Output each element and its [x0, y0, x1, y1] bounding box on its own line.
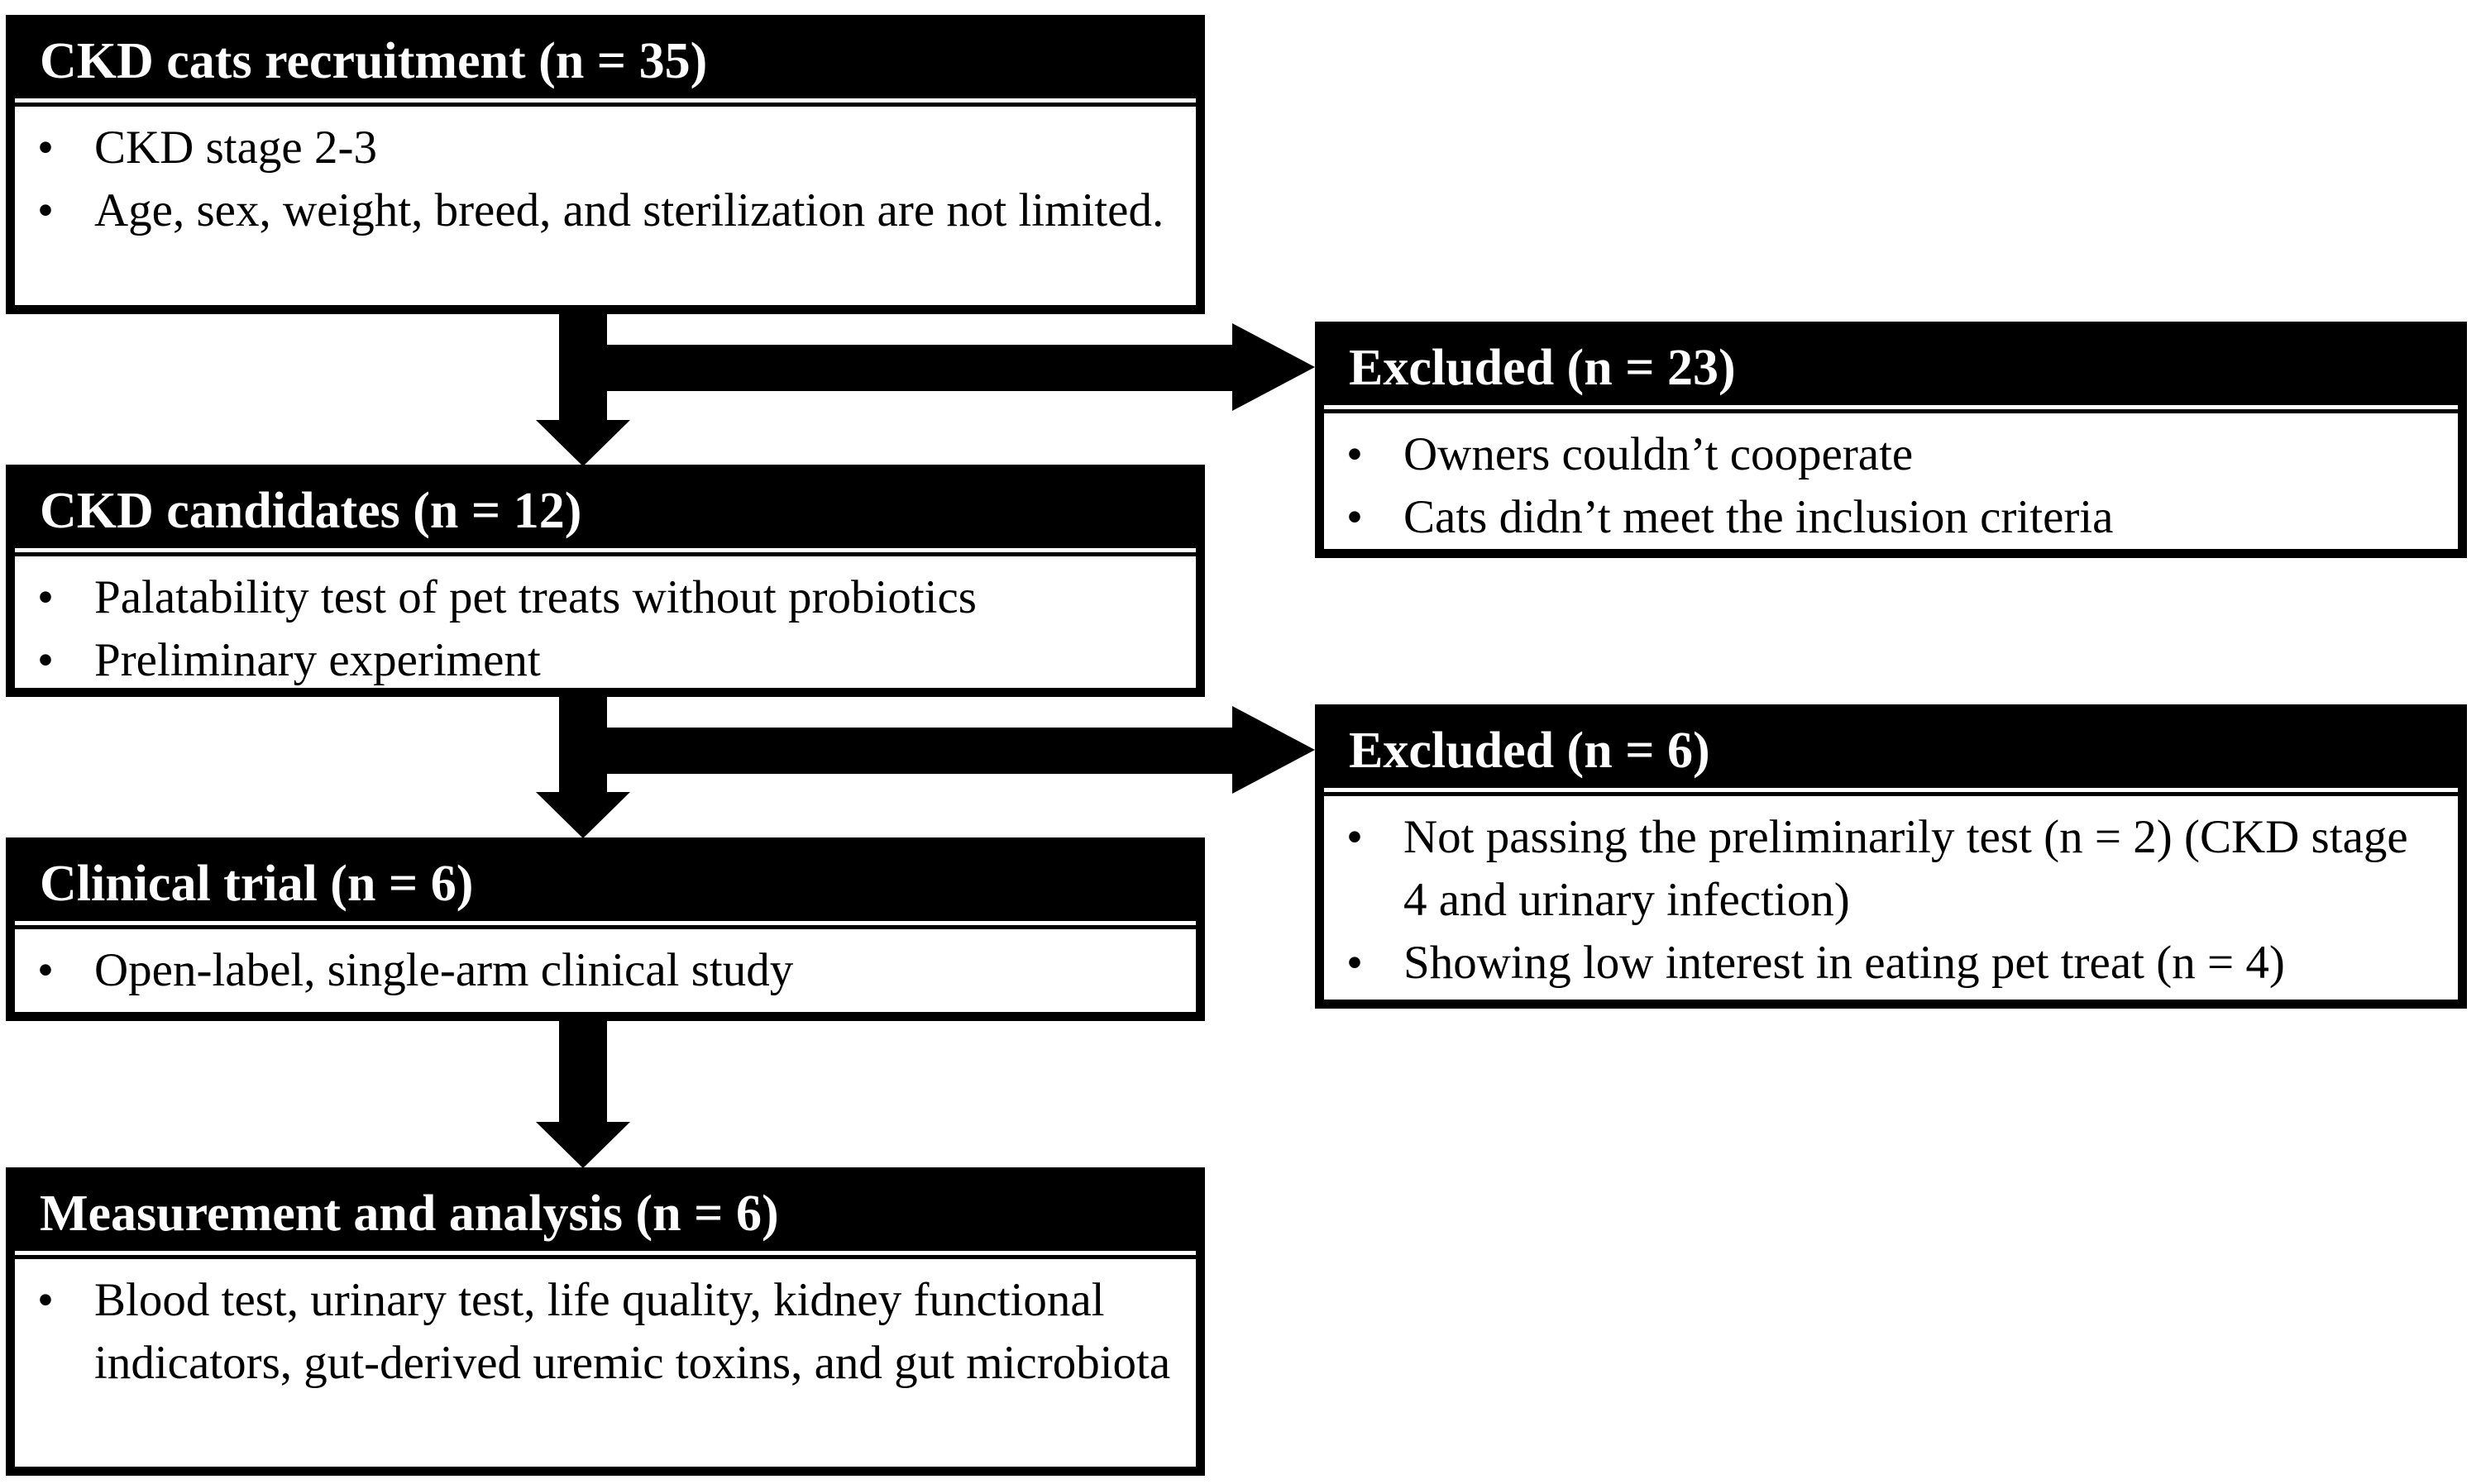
- flow-box-measurement: Measurement and analysis (n = 6) • Blood…: [6, 1167, 1205, 1476]
- list-item-text: Preliminary experiment: [94, 634, 541, 686]
- flow-box-clinical-trial-body: • Open-label, single-arm clinical study: [15, 925, 1196, 1009]
- down-arrow-shaft: [559, 1018, 607, 1123]
- flow-box-measurement-body: • Blood test, urinary test, life quality…: [15, 1255, 1196, 1401]
- bullet-list: • Owners couldn’t cooperate • Cats didn’…: [1324, 423, 2435, 549]
- list-item: • Not passing the preliminarily test (n …: [1324, 806, 2435, 932]
- flow-box-clinical-trial: Clinical trial (n = 6) • Open-label, sin…: [6, 837, 1205, 1021]
- list-item-text: Showing low interest in eating pet treat…: [1403, 937, 2285, 989]
- list-item: • Palatability test of pet treats withou…: [15, 566, 1173, 629]
- bullet-marker-icon: •: [37, 944, 54, 996]
- right-arrow-head-icon: [1232, 706, 1315, 794]
- down-arrow-head-icon: [536, 420, 630, 466]
- flow-box-excluded-1-body: • Owners couldn’t cooperate • Cats didn’…: [1324, 409, 2458, 556]
- bullet-marker-icon: •: [1346, 428, 1363, 480]
- list-item-text: Cats didn’t meet the inclusion criteria: [1403, 491, 2114, 543]
- list-item: • CKD stage 2-3: [15, 117, 1173, 179]
- list-item-text: Owners couldn’t cooperate: [1403, 428, 1914, 480]
- list-item-text: Open-label, single-arm clinical study: [94, 944, 794, 996]
- flow-box-recruitment-title: CKD cats recruitment (n = 35): [15, 24, 1196, 103]
- flow-box-measurement-title: Measurement and analysis (n = 6): [15, 1176, 1196, 1255]
- list-item: • Owners couldn’t cooperate: [1324, 423, 2435, 486]
- down-arrow-head-icon: [536, 1122, 630, 1168]
- flow-box-recruitment: CKD cats recruitment (n = 35) • CKD stag…: [6, 15, 1205, 314]
- list-item: • Blood test, urinary test, life quality…: [15, 1269, 1173, 1395]
- flow-box-excluded-2-title: Excluded (n = 6): [1324, 713, 2458, 792]
- list-item: • Age, sex, weight, breed, and steriliza…: [15, 179, 1173, 242]
- bullet-list: • Palatability test of pet treats withou…: [15, 566, 1173, 692]
- bullet-list: • CKD stage 2-3 • Age, sex, weight, bree…: [15, 117, 1173, 242]
- list-item-text: Palatability test of pet treats without …: [94, 571, 977, 623]
- list-item-text: Blood test, urinary test, life quality, …: [94, 1274, 1171, 1389]
- bullet-list: • Not passing the preliminarily test (n …: [1324, 806, 2435, 995]
- list-item: • Preliminary experiment: [15, 629, 1173, 692]
- flow-box-candidates: CKD candidates (n = 12) • Palatability t…: [6, 465, 1205, 697]
- bullet-marker-icon: •: [1346, 491, 1363, 543]
- bullet-list: • Blood test, urinary test, life quality…: [15, 1269, 1173, 1395]
- bullet-list: • Open-label, single-arm clinical study: [15, 939, 1173, 1002]
- list-item-text: Not passing the preliminarily test (n = …: [1403, 811, 2408, 926]
- list-item: • Cats didn’t meet the inclusion criteri…: [1324, 486, 2435, 549]
- bullet-marker-icon: •: [37, 634, 54, 686]
- bullet-marker-icon: •: [1346, 811, 1363, 863]
- flow-box-recruitment-body: • CKD stage 2-3 • Age, sex, weight, bree…: [15, 103, 1196, 249]
- right-arrow-head-icon: [1232, 323, 1315, 411]
- flow-box-candidates-body: • Palatability test of pet treats withou…: [15, 552, 1196, 699]
- flow-box-excluded-1: Excluded (n = 23) • Owners couldn’t coop…: [1315, 322, 2467, 558]
- bullet-marker-icon: •: [37, 184, 54, 236]
- flow-box-clinical-trial-title: Clinical trial (n = 6): [15, 847, 1196, 925]
- list-item: • Showing low interest in eating pet tre…: [1324, 932, 2435, 995]
- flow-box-candidates-title: CKD candidates (n = 12): [15, 474, 1196, 552]
- flow-box-excluded-2-body: • Not passing the preliminarily test (n …: [1324, 792, 2458, 1001]
- list-item-text: Age, sex, weight, breed, and sterilizati…: [94, 184, 1164, 236]
- right-arrow-shaft: [579, 345, 1234, 391]
- down-arrow-head-icon: [536, 792, 630, 838]
- list-item: • Open-label, single-arm clinical study: [15, 939, 1173, 1002]
- bullet-marker-icon: •: [37, 1274, 54, 1326]
- right-arrow-shaft: [579, 728, 1234, 774]
- list-item-text: CKD stage 2-3: [94, 122, 377, 174]
- bullet-marker-icon: •: [1346, 937, 1363, 989]
- bullet-marker-icon: •: [37, 571, 54, 623]
- flow-box-excluded-1-title: Excluded (n = 23): [1324, 331, 2458, 409]
- bullet-marker-icon: •: [37, 122, 54, 174]
- flow-box-excluded-2: Excluded (n = 6) • Not passing the preli…: [1315, 704, 2467, 1009]
